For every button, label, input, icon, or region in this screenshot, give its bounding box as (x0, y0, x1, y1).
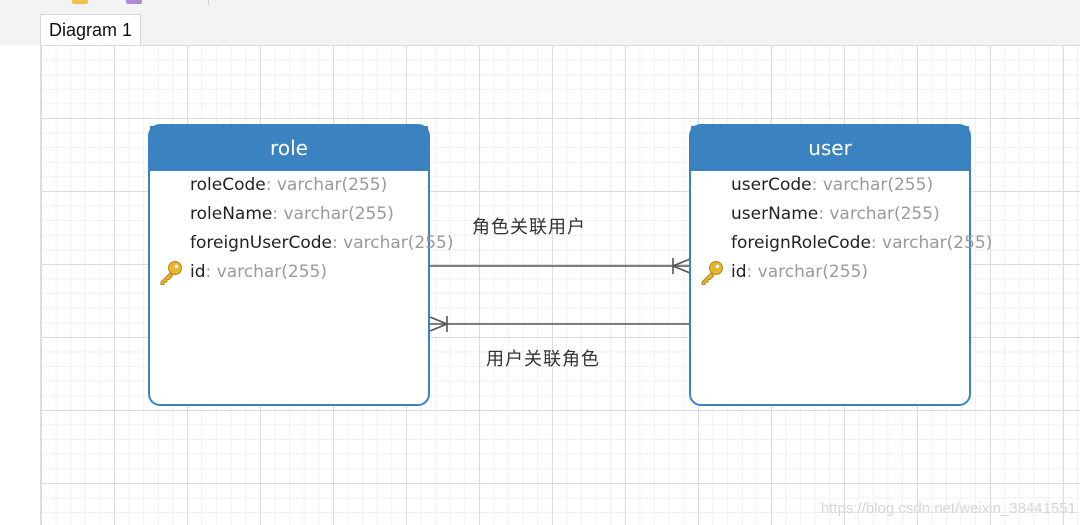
primary-key-icon (160, 261, 182, 285)
watermark: https://blog.csdn.net/weixin_38441551 (820, 500, 1076, 517)
field-type: : varchar(255) (870, 233, 993, 253)
field-row[interactable]: userCode: varchar(255) (731, 171, 933, 200)
toolbar-separator (208, 0, 209, 5)
entity-role-title: role (150, 126, 428, 171)
field-row[interactable]: foreignRoleCode: varchar(255) (731, 229, 992, 258)
field-type: : varchar(255) (272, 204, 394, 224)
field-name: foreignUserCode (190, 233, 333, 253)
field-name: userCode (731, 175, 812, 195)
primary-key-icon (701, 261, 723, 285)
toolbar (0, 0, 1080, 8)
relation-label-user-to-role: 用户关联角色 (486, 349, 600, 370)
field-type: : varchar(255) (818, 204, 940, 224)
toolbar-folder-icon[interactable] (72, 0, 88, 4)
field-type: : varchar(255) (332, 233, 454, 253)
field-row[interactable]: roleName: varchar(255) (190, 200, 394, 229)
entity-role[interactable]: role roleCode: varchar(255) roleName: va… (148, 124, 454, 406)
field-row[interactable]: id: varchar(255) (190, 258, 327, 287)
field-row[interactable]: userName: varchar(255) (731, 200, 940, 229)
toolbar-table-icon[interactable] (126, 0, 142, 4)
relation-label-role-to-user: 角色关联用户 (472, 217, 586, 238)
tab-diagram-1[interactable]: Diagram 1 (40, 14, 142, 45)
field-name: userName (731, 204, 819, 224)
field-name: roleName (190, 204, 273, 224)
field-row[interactable]: roleCode: varchar(255) (190, 171, 387, 200)
entity-user[interactable]: user userCode: varchar(255) userName: va… (689, 124, 992, 406)
field-row[interactable]: id: varchar(255) (731, 258, 868, 287)
field-type: : varchar(255) (205, 262, 327, 282)
field-row[interactable]: foreignUserCode: varchar(255) (190, 229, 454, 258)
field-name: foreignRoleCode (731, 233, 871, 253)
field-name: id (731, 262, 747, 282)
tab-bar: Diagram 1 (0, 8, 1080, 45)
entity-user-title: user (691, 126, 969, 171)
field-type: : varchar(255) (265, 175, 388, 195)
field-name: id (190, 262, 206, 282)
field-type: : varchar(255) (746, 262, 868, 282)
field-name: roleCode (190, 175, 266, 195)
left-gutter (0, 45, 40, 525)
field-type: : varchar(255) (811, 175, 934, 195)
